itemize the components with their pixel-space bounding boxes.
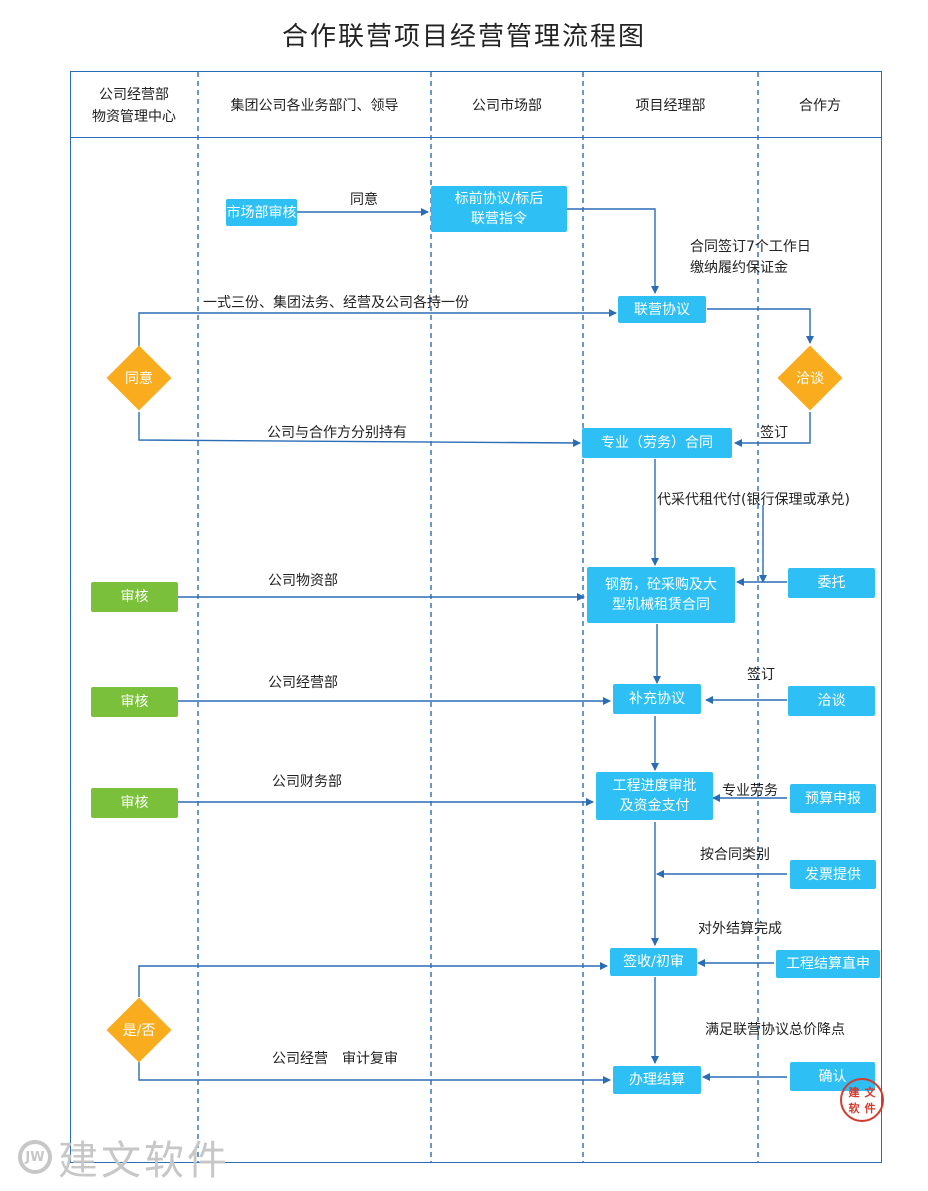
node-market-review[interactable]: 市场部审核 <box>226 199 297 226</box>
node-handle-settlement[interactable]: 办理结算 <box>613 1066 701 1094</box>
label-prof-labor: 专业劳务 <box>722 783 778 799</box>
arrow-joint-to-negotiate <box>707 308 814 344</box>
seal-stamp-icon: 建 文 软 件 <box>840 1078 884 1122</box>
arrow-agree-to-contract <box>138 412 581 447</box>
node-negotiate-2[interactable]: 洽谈 <box>788 686 875 716</box>
node-steel-procurement[interactable]: 钢筋，砼采购及大 型机械租赁合同 <box>587 567 735 623</box>
lane-header-line2: 物资管理中心 <box>92 109 176 125</box>
node-text-line: 标前协议/标后 <box>454 191 544 207</box>
lane-header-ops-materials: 公司经营部 物资管理中心 <box>70 80 198 132</box>
label-by-type: 按合同类别 <box>700 847 770 863</box>
node-text-line: 型机械租赁合同 <box>612 597 710 613</box>
lane-header-market: 公司市场部 <box>472 98 542 114</box>
node-text-line: 联营指令 <box>471 211 527 227</box>
watermark-text: 建文软件 <box>58 1138 230 1184</box>
seal-char: 件 <box>864 1102 876 1115</box>
label-ops-audit: 公司经营 审计复审 <box>272 1051 398 1067</box>
lane-header-line1: 公司经营部 <box>99 87 169 103</box>
label-materials-dept: 公司物资部 <box>268 573 338 589</box>
label-ops-dept: 公司经营部 <box>268 675 338 691</box>
arrow-bid-to-joint <box>567 208 659 294</box>
decision-label: 洽谈 <box>796 371 824 387</box>
label-proxy: 代采代租代付(银行保理或承兑) <box>657 492 850 508</box>
node-review-3[interactable]: 审核 <box>91 788 178 818</box>
node-review-1[interactable]: 审核 <box>91 582 178 612</box>
seal-char: 软 <box>848 1102 860 1115</box>
node-text-line: 工程进度审批 <box>612 778 697 794</box>
arrow-yesno-to-receive <box>138 962 608 997</box>
lane-header-project: 项目经理部 <box>635 98 706 114</box>
node-professional-contract[interactable]: 专业（劳务）合同 <box>582 428 732 458</box>
label-deposit-2: 缴纳履约保证金 <box>690 260 788 276</box>
decision-agree[interactable]: 同意 <box>107 346 171 410</box>
node-review-2[interactable]: 审核 <box>91 687 178 717</box>
arrow-negotiate-to-contract <box>734 412 811 447</box>
label-sign-1: 签订 <box>760 425 788 441</box>
label-external-done: 对外结算完成 <box>698 921 782 937</box>
node-receive-review[interactable]: 签收/初审 <box>610 948 697 976</box>
label-deposit-1: 合同签订7个工作日 <box>690 239 811 255</box>
label-sign-2: 签订 <box>747 667 775 683</box>
arrow-yesno-to-handle <box>138 1062 611 1084</box>
lane-header-divider <box>70 137 882 138</box>
seal-char: 文 <box>864 1086 876 1099</box>
node-progress-approval[interactable]: 工程进度审批 及资金支付 <box>596 772 713 820</box>
node-invoice[interactable]: 发票提供 <box>790 860 876 889</box>
node-bid-agreement[interactable]: 标前协议/标后 联营指令 <box>431 186 567 232</box>
node-entrust[interactable]: 委托 <box>788 568 875 598</box>
node-budget[interactable]: 预算申报 <box>790 784 876 813</box>
lane-header-group: 集团公司各业务部门、领导 <box>230 98 399 114</box>
decision-label: 同意 <box>125 371 153 387</box>
seal-char: 建 <box>848 1086 860 1099</box>
label-finance-dept: 公司财务部 <box>272 774 342 790</box>
label-meet-total: 满足联营协议总价降点 <box>705 1022 845 1038</box>
decision-label: 是/否 <box>122 1023 156 1039</box>
node-text-line: 钢筋，砼采购及大 <box>605 577 717 593</box>
decision-yes-no[interactable]: 是/否 <box>107 998 171 1062</box>
watermark-logo-icon: JW <box>18 1140 52 1174</box>
label-triplicate: 一式三份、集团法务、经营及公司各持一份 <box>203 295 469 311</box>
node-text-line: 及资金支付 <box>619 798 690 814</box>
node-supplement[interactable]: 补充协议 <box>613 684 701 714</box>
page-title: 合作联营项目经营管理流程图 <box>281 22 646 52</box>
label-each-hold: 公司与合作方分别持有 <box>267 425 407 441</box>
decision-negotiate[interactable]: 洽谈 <box>778 346 842 410</box>
lane-header-partner: 合作方 <box>799 98 841 114</box>
watermark: JW 建文软件 <box>18 1128 230 1186</box>
node-settlement-apply[interactable]: 工程结算直申 <box>776 950 880 978</box>
swimlane-frame <box>70 71 882 1163</box>
node-joint-agreement[interactable]: 联营协议 <box>618 296 706 323</box>
label-agree: 同意 <box>350 192 378 208</box>
arrow-agree-to-joint <box>138 309 617 348</box>
